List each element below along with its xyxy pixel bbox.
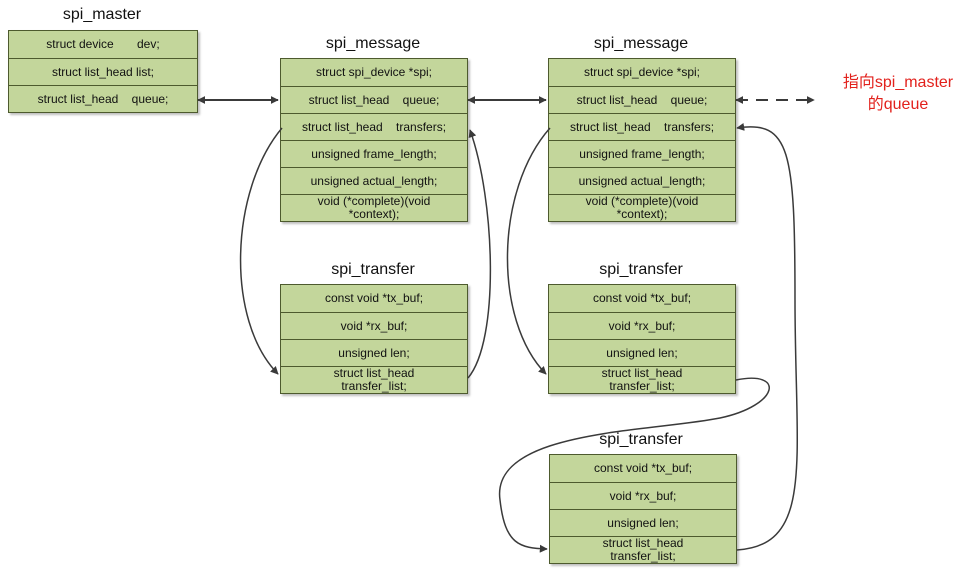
field-queue: struct list_head queue; (549, 86, 735, 113)
spi-master-title: spi_master (62, 6, 142, 23)
field-transfer-list: struct list_head transfer_list; (549, 366, 735, 393)
field-len: unsigned len; (550, 509, 736, 536)
field-actual-length: unsigned actual_length; (281, 167, 467, 194)
field-rx-buf: void *rx_buf; (281, 312, 467, 339)
transfer-3-to-message-2-transfers-link (736, 122, 799, 551)
message-2-transfers-to-transfer-2-link (506, 127, 551, 375)
field-rx-buf: void *rx_buf; (550, 482, 736, 509)
spi-transfer-1-struct: const void *tx_buf; void *rx_buf; unsign… (280, 284, 468, 394)
field-queue: struct list_head queue; (281, 86, 467, 113)
spi-message-1-title: spi_message (325, 35, 421, 52)
spi-transfer-1-title: spi_transfer (331, 261, 415, 278)
field-transfers: struct list_head transfers; (549, 113, 735, 140)
field-complete: void (*complete)(void *context); (549, 194, 735, 221)
annotation-points-to-master-queue: 指向spi_master 的queue (842, 74, 954, 113)
field-len: unsigned len; (549, 339, 735, 366)
spi-transfer-3-struct: const void *tx_buf; void *rx_buf; unsign… (549, 454, 737, 564)
transfer-1-to-message-1-transfers-link (467, 129, 492, 379)
field-complete: void (*complete)(void *context); (281, 194, 467, 221)
field-transfers: struct list_head transfers; (281, 113, 467, 140)
field-spi: struct spi_device *spi; (315, 65, 433, 79)
field-list: struct list_head list; (9, 58, 197, 85)
spi-master-struct: struct device dev; struct list_head list… (8, 30, 198, 113)
field-frame-length: unsigned frame_length; (281, 140, 467, 167)
field-transfer-list: struct list_head transfer_list; (281, 366, 467, 393)
field-dev: struct device dev; (46, 37, 160, 51)
spi-transfer-2-title: spi_transfer (599, 261, 683, 278)
spi-message-2-title: spi_message (593, 35, 689, 52)
field-queue: struct list_head queue; (9, 85, 197, 112)
field-tx-buf: const void *tx_buf; (324, 291, 424, 305)
field-actual-length: unsigned actual_length; (549, 167, 735, 194)
field-transfer-list: struct list_head transfer_list; (550, 536, 736, 563)
field-frame-length: unsigned frame_length; (549, 140, 735, 167)
message-1-transfers-to-transfer-1-link (239, 127, 283, 375)
spi-message-2-struct: struct spi_device *spi; struct list_head… (548, 58, 736, 222)
field-tx-buf: const void *tx_buf; (593, 461, 693, 475)
field-len: unsigned len; (281, 339, 467, 366)
spi-transfer-2-struct: const void *tx_buf; void *rx_buf; unsign… (548, 284, 736, 394)
spi-message-1-struct: struct spi_device *spi; struct list_head… (280, 58, 468, 222)
field-tx-buf: const void *tx_buf; (592, 291, 692, 305)
field-spi: struct spi_device *spi; (583, 65, 701, 79)
field-rx-buf: void *rx_buf; (549, 312, 735, 339)
spi-transfer-3-title: spi_transfer (599, 431, 683, 448)
transfer-2-to-transfer-3-link (499, 377, 770, 553)
